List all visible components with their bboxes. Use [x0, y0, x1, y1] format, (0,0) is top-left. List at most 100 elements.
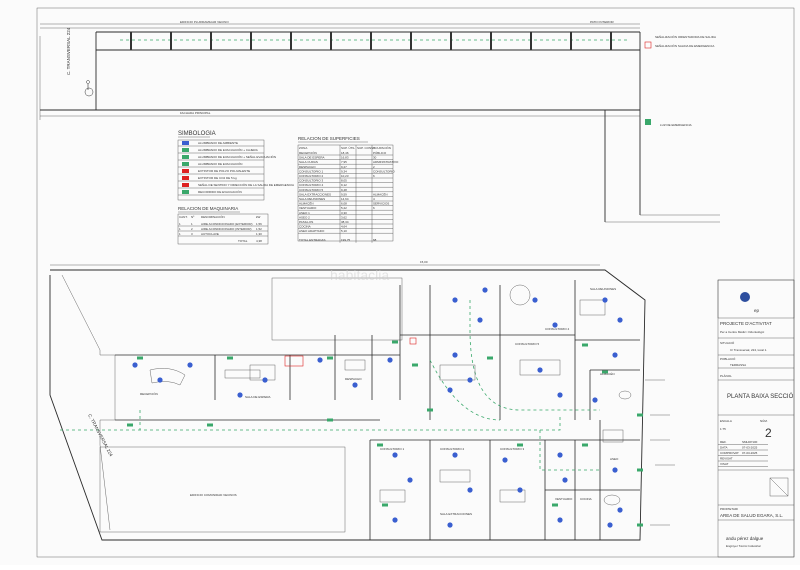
title-block: ep PROJECTE D'ACTIVITAT Per a Centre Mèd…	[717, 279, 795, 558]
sup-cell: 4,64	[341, 225, 347, 229]
maq-cell: 1	[179, 232, 181, 236]
column	[330, 32, 332, 50]
sup-total-value: 199,75	[341, 238, 351, 242]
sup-total-label: TOTAL ENTRADAS	[299, 238, 325, 242]
room-label: DESPACHO	[345, 377, 362, 381]
sup-cell: CONSULTORIO	[373, 169, 395, 173]
maq-total-value: 4,38	[256, 239, 262, 243]
superficies-title: RELACION DE SUPERFICIES	[298, 136, 360, 141]
emergency-light-icon	[517, 443, 523, 447]
maq-header: Nº	[191, 215, 195, 219]
right-note-1: SEÑALIZACIÓN ORIENTADORA DE SALIDA	[655, 34, 716, 39]
ceiling-light-icon	[502, 457, 508, 463]
maq-header: kW	[256, 215, 261, 219]
sup-cell: VESTUARIO	[299, 206, 317, 210]
ceiling-light-icon	[482, 287, 488, 293]
sup-cell: 9,34	[341, 169, 347, 173]
emergency-light-icon	[327, 356, 333, 360]
ceiling-light-icon	[537, 367, 543, 373]
column	[490, 32, 492, 50]
emergency-light-icon	[327, 418, 333, 422]
column	[610, 32, 612, 50]
ceiling-light-icon	[612, 467, 618, 473]
emergency-light-icon	[377, 443, 383, 447]
sup-cell: PÚBLICO	[373, 150, 387, 155]
sup-cell: ASEO 2	[299, 215, 310, 219]
column	[450, 32, 452, 50]
sup-cell: CONSULTORIO 1	[299, 169, 324, 173]
sup-cell: CONSULTORIO 3	[299, 179, 324, 183]
sup-cell: ASEO 1	[299, 211, 310, 215]
ceiling-light-icon	[452, 452, 458, 458]
sup-cell: 16,83	[341, 156, 349, 160]
maq-total-label: TOTAL	[238, 239, 248, 243]
ceiling-light-icon	[467, 487, 473, 493]
ceiling-light-icon	[557, 517, 563, 523]
sup-cell: SALA DE ESPERA	[299, 156, 325, 160]
sup-cell: 30	[373, 156, 377, 160]
ceiling-light-icon	[562, 477, 568, 483]
column	[290, 32, 292, 50]
situacio-label: SITUACIÓ	[720, 340, 735, 345]
room-label: SALA REUNIONES	[590, 287, 616, 291]
sup-cell: DESPACHO	[299, 165, 316, 169]
legend-item: EXTINTOR DE CO2 DE 5 kg	[198, 176, 237, 180]
top-label-a: EDIFICIO PLURIFAMILIAR VECINO	[180, 20, 229, 24]
ceiling-light-icon	[602, 297, 608, 303]
room-label: COCINA	[580, 497, 592, 501]
maq-header: CANT.	[179, 215, 188, 219]
ceiling-light-icon	[452, 297, 458, 303]
sup-header: OCUPACIÓN	[373, 145, 391, 150]
sup-header: SUP. CONST.	[357, 146, 376, 150]
emergency-light-icon	[412, 363, 418, 367]
column	[130, 32, 132, 50]
ceiling-light-icon	[352, 382, 358, 388]
tb-field-label: REF.	[720, 440, 727, 444]
legend-symbol-icon	[182, 169, 189, 173]
ceiling-light-icon	[477, 317, 483, 323]
maquinaria-title: RELACION DE MAQUINARIA	[178, 206, 238, 211]
right-note-2: SEÑALIZACIÓN SALIDA DE EMERGENCIA	[655, 43, 714, 48]
plano-label: PLÀNOL	[720, 374, 732, 378]
num-value: 2	[765, 426, 772, 440]
emergency-light-icon	[552, 503, 558, 507]
emergency-light-icon	[637, 468, 643, 472]
sup-cell: 9,27	[341, 165, 347, 169]
room-label: CONSULTORIO 1	[380, 447, 405, 451]
sup-cell: 38,34	[341, 220, 349, 224]
ground-floor-plan: 15,00 EDIFICIO COMUNIDAD VECINOS	[49, 260, 675, 541]
sup-cell: 9,59	[341, 192, 347, 196]
plano-title: PLANTA BAIXA SECCIÓ	[727, 393, 794, 400]
sup-cell: SERVICIOS	[373, 202, 389, 206]
tb-field-label: COMPROVAT	[720, 451, 739, 455]
maq-cell: 1,52	[256, 227, 262, 231]
emergency-light-icon	[645, 119, 651, 125]
legend-symbol-icon	[182, 183, 189, 187]
emergency-light-icon	[227, 356, 233, 360]
emergency-light-icon	[602, 370, 608, 374]
ceiling-light-icon	[387, 357, 393, 363]
ceiling-light-icon	[447, 522, 453, 528]
bottom-label: EDIFICIO COMUNIDAD VECINOS	[190, 493, 237, 497]
sup-header: ZONA	[299, 146, 307, 150]
signature-stamp	[769, 477, 789, 497]
tb-field-label: REVISAT	[720, 457, 733, 461]
tb-field-value: 07-03-2025	[742, 451, 758, 455]
legend-item: ALUMBRADO DE AMBIENTE	[198, 141, 238, 145]
sup-cell: 9,48	[341, 188, 347, 192]
ceiling-light-icon	[447, 387, 453, 393]
evac-route-main	[60, 415, 561, 431]
legend-item: SEÑAL DE SENTIDO Y DIRECCIÓN DE LA SALID…	[198, 182, 294, 187]
room-label: CONSULTORIO 2	[440, 447, 465, 451]
sup-cell: CONSULTORIO 4	[299, 183, 324, 187]
sup-cell: CONSULTORIO 2	[299, 174, 324, 178]
emergency-light-icon	[137, 356, 143, 360]
emergency-light-icon	[637, 523, 643, 527]
legend-item: ALUMBRADO DE EVACUACIÓN	[198, 161, 242, 166]
sup-cell: 5,22	[341, 206, 347, 210]
emergency-light-icon	[487, 356, 493, 360]
ceiling-light-icon	[452, 352, 458, 358]
dimension-top: 15,00	[420, 260, 428, 264]
